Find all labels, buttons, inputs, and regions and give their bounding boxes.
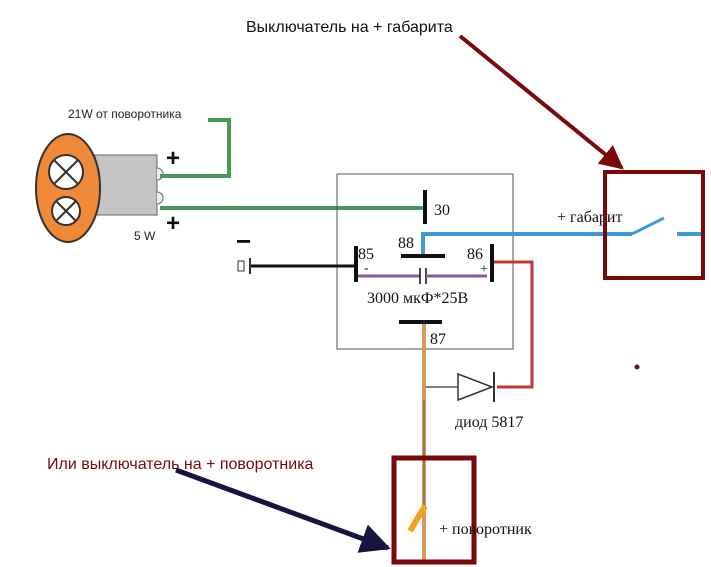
povorotnik-label: + поворотник bbox=[439, 521, 532, 538]
pin-88-label: 88 bbox=[398, 235, 414, 252]
top-switch-lever bbox=[631, 216, 665, 236]
ground-icon bbox=[237, 260, 245, 272]
bulb-icon bbox=[35, 133, 164, 243]
bulb-plus-bottom: + bbox=[166, 210, 180, 237]
wire-diode-red bbox=[494, 260, 534, 389]
capacitor-label: 3000 мкФ*25В bbox=[367, 290, 468, 307]
bulb-plus-top: + bbox=[166, 145, 180, 172]
pin-86-plus: + bbox=[480, 262, 488, 277]
pin-30-label: 30 bbox=[434, 202, 450, 219]
bulb-5w-label: 5 W bbox=[134, 229, 156, 243]
gabarit-label: + габарит bbox=[557, 209, 622, 226]
bottom-switch-lever bbox=[407, 504, 428, 533]
pin-87-label: 87 bbox=[430, 331, 446, 348]
wire-21w-green bbox=[160, 118, 231, 178]
bulb-21w-label: 21W от поворотника bbox=[68, 107, 182, 121]
pin-85-minus: - bbox=[364, 261, 369, 276]
diode-icon bbox=[426, 372, 495, 402]
stray-dot bbox=[634, 364, 640, 370]
bottom-arrow bbox=[175, 467, 391, 553]
pin-86-label: 86 bbox=[467, 246, 483, 263]
diode-label: диод 5817 bbox=[455, 414, 523, 431]
top-arrow bbox=[458, 34, 624, 170]
wire-gabarit-blue bbox=[421, 232, 632, 254]
ground-minus-label: − bbox=[236, 226, 251, 256]
switch-bottom-label: Или выключатель на + поворотника bbox=[47, 456, 314, 473]
top-switch-box bbox=[603, 170, 705, 280]
pin-85-label: 85 bbox=[358, 246, 374, 263]
switch-top-label: Выключатель на + габарита bbox=[246, 19, 453, 36]
bottom-switch-box bbox=[391, 455, 477, 565]
